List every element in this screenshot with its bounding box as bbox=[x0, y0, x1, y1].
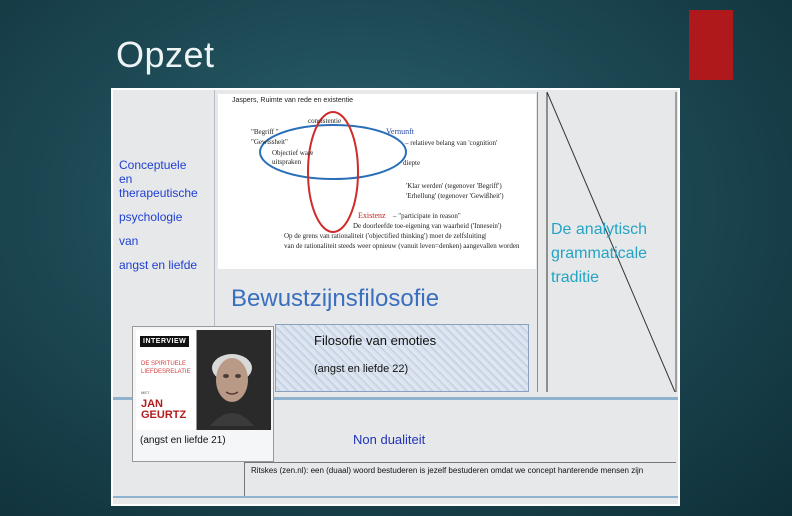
slide-title: Opzet bbox=[116, 34, 215, 75]
interview-card: INTERVIEW DE SPIRITUELE LIEFDESRELATIE M… bbox=[132, 326, 274, 462]
emoties-title: Filosofie van emoties bbox=[314, 333, 437, 348]
interview-name-line-2: GEURTZ bbox=[141, 409, 187, 421]
analytisch-line-3: traditie bbox=[551, 269, 600, 286]
left-line-6: angst en liefde bbox=[119, 258, 198, 272]
label-diepte: diepte bbox=[403, 159, 421, 167]
slide-content-panel: Conceptuele en therapeutische psychologi… bbox=[111, 88, 680, 506]
left-column bbox=[113, 90, 215, 390]
jaspers-diagram: Jaspers, Ruimte van rede en existentie c… bbox=[218, 94, 536, 269]
label-gewissheit: "Gewissheit" bbox=[251, 138, 288, 146]
interview-byline: MET bbox=[141, 390, 150, 395]
emoties-box: Filosofie van emoties (angst en liefde 2… bbox=[275, 324, 529, 392]
interview-name: JAN GEURTZ bbox=[141, 399, 186, 421]
left-column-text: Conceptuele en therapeutische psychologi… bbox=[119, 158, 213, 272]
label-erhellung: 'Erhellung' (tegenover 'Gewißheit') bbox=[406, 192, 504, 200]
interview-title-line-2: LIEFDESRELATIE bbox=[141, 369, 191, 375]
label-grens: Op de grens van rationaliteit ('objectif… bbox=[284, 232, 487, 240]
diagram-ellipses bbox=[259, 111, 407, 233]
label-vernunft: Vernunft bbox=[386, 127, 414, 136]
label-uitspraken: uitspraken bbox=[272, 158, 302, 166]
left-line-2: en bbox=[119, 172, 133, 186]
interview-cover-image: INTERVIEW DE SPIRITUELE LIEFDESRELATIE M… bbox=[136, 330, 271, 430]
left-line-3: therapeutische bbox=[119, 186, 198, 200]
bewustzijnsfilosofie-label: Bewustzijnsfilosofie bbox=[231, 285, 440, 312]
left-line-5: van bbox=[119, 234, 139, 248]
right-column-lines bbox=[537, 92, 677, 392]
label-rationaliteit: van de rationaliteit steeds weer opnieuw… bbox=[284, 242, 520, 250]
bottom-divider bbox=[113, 496, 678, 498]
left-line-1: Conceptuele bbox=[119, 158, 187, 172]
label-cognition: – relatieve belang van 'cognition' bbox=[405, 139, 498, 147]
label-doorleefde: De doorleefde toe-eigening van waarheid … bbox=[353, 222, 502, 230]
analytisch-label: De analytisch grammaticale traditie bbox=[551, 218, 681, 290]
section-divider bbox=[113, 397, 678, 400]
interview-badge: INTERVIEW bbox=[140, 336, 190, 347]
left-line-4: psychologie bbox=[119, 210, 183, 224]
interview-title: DE SPIRITUELE LIEFDESRELATIE bbox=[141, 360, 191, 376]
ritskes-quote: Ritskes (zen.nl): een (duaal) woord best… bbox=[244, 462, 676, 496]
portrait-photo bbox=[210, 354, 254, 426]
non-dualiteit-label: Non dualiteit bbox=[353, 432, 426, 447]
label-objectief: Objectief ware bbox=[272, 149, 314, 157]
analytisch-line-1: De analytisch bbox=[551, 221, 648, 238]
accent-tab bbox=[689, 10, 733, 80]
analytisch-line-2: grammaticale bbox=[551, 245, 648, 262]
interview-caption: (angst en liefde 21) bbox=[140, 435, 226, 446]
label-participate: – "participate in reason" bbox=[393, 212, 461, 220]
existenz-ellipse bbox=[307, 111, 359, 233]
vernunft-ellipse bbox=[259, 124, 407, 180]
label-existenz: Existenz bbox=[358, 211, 386, 220]
label-begriff: "Begriff " bbox=[251, 128, 279, 136]
label-klar: 'Klar werden' (tegenover 'Begriff') bbox=[406, 182, 502, 190]
emoties-subtitle: (angst en liefde 22) bbox=[314, 363, 409, 375]
right-column bbox=[537, 92, 677, 392]
interview-name-line-1: JAN bbox=[141, 398, 164, 410]
diagram-caption: Jaspers, Ruimte van rede en existentie bbox=[232, 97, 354, 104]
label-consistentie: consistentie bbox=[308, 117, 342, 125]
interview-title-line-1: DE SPIRITUELE bbox=[141, 361, 187, 367]
